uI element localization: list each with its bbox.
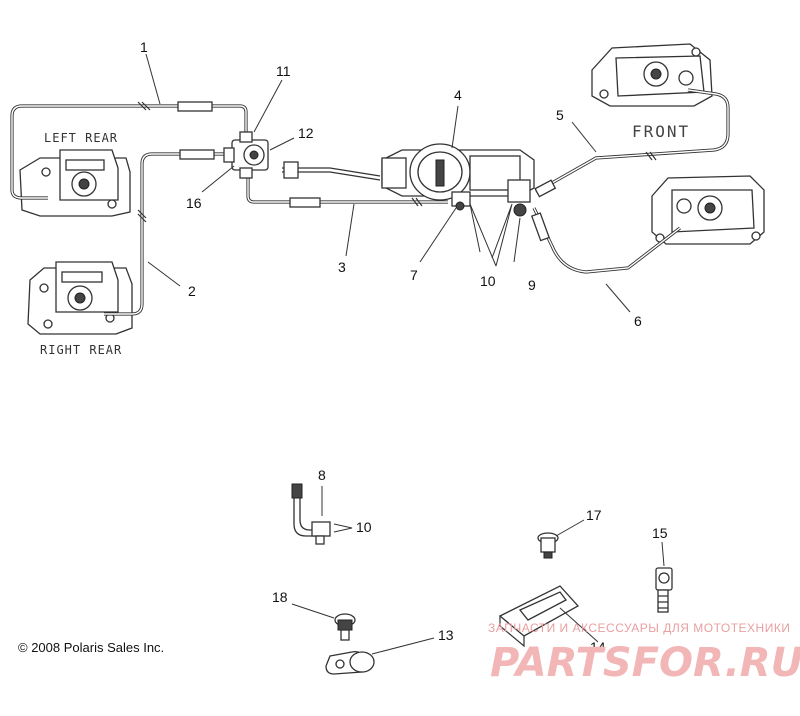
callout-5: 5 — [556, 107, 564, 123]
callout-4: 4 — [454, 87, 462, 103]
callout-9: 9 — [528, 277, 536, 293]
proportioning-valve — [223, 131, 269, 179]
callout-6: 6 — [634, 313, 642, 329]
left-rear-caliper — [19, 149, 131, 217]
callout-13: 13 — [438, 627, 454, 643]
callout-18: 18 — [272, 589, 288, 605]
callout-16: 16 — [186, 195, 202, 211]
watermark-brand: PARTSFOR.RU — [490, 640, 800, 686]
right-rear-label: RIGHT REAR — [40, 343, 122, 357]
callout-numbers: 1 2 3 4 5 6 7 8 9 10 11 12 13 14 15 16 1… — [140, 39, 668, 655]
callout-1: 1 — [140, 39, 148, 55]
callout-10: 10 — [480, 273, 496, 289]
watermark-tagline: ЗАПЧАСТИ И АКСЕССУАРЫ ДЛЯ МОТОТЕХНИКИ — [488, 621, 790, 635]
copyright-text: © 2008 Polaris Sales Inc. — [18, 640, 164, 655]
brake-lines — [10, 88, 730, 316]
left-rear-label: LEFT REAR — [44, 131, 118, 145]
front-lower-caliper — [651, 175, 765, 245]
callout-14: 14 — [590, 639, 606, 655]
clip-14 — [498, 585, 580, 648]
callout-8: 8 — [318, 467, 326, 483]
callout-7: 7 — [410, 267, 418, 283]
front-label: FRONT — [632, 122, 690, 141]
clamp-13 — [325, 650, 375, 675]
bolt-17 — [537, 532, 559, 559]
callout-15: 15 — [652, 525, 668, 541]
callout-17: 17 — [586, 507, 602, 523]
callout-2: 2 — [188, 283, 196, 299]
callout-12: 12 — [298, 125, 314, 141]
callout-lines — [145, 53, 665, 655]
master-cylinder — [381, 143, 535, 217]
front-upper-caliper — [591, 43, 713, 107]
bolt-18 — [334, 613, 356, 641]
callout-11: 11 — [276, 63, 291, 79]
fitting-15 — [655, 567, 673, 613]
callout-3: 3 — [338, 259, 346, 275]
callout-10-lower: 10 — [356, 519, 372, 535]
watermark: ЗАПЧАСТИ И АКСЕССУАРЫ ДЛЯ МОТОТЕХНИКИ PA… — [488, 621, 800, 686]
right-rear-caliper — [27, 261, 133, 335]
switch-bracket-8 — [291, 483, 331, 545]
